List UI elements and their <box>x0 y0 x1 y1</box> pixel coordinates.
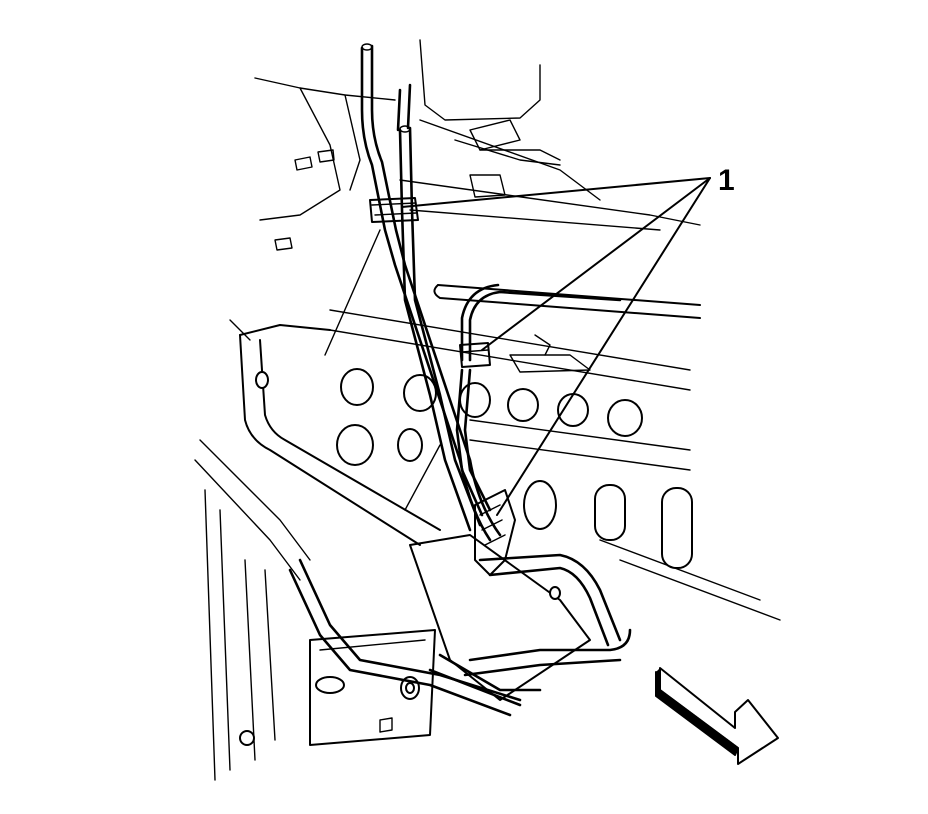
brake-pipes <box>288 43 632 717</box>
callout-1: 1 <box>401 164 735 516</box>
panel-slot <box>594 484 626 541</box>
bracket-slot <box>315 676 345 694</box>
vehicle-body-structure <box>194 39 781 781</box>
lower-clip <box>474 489 516 576</box>
plate-hole <box>549 586 561 600</box>
panel-hole <box>523 480 557 530</box>
callout-label: 1 <box>718 164 735 197</box>
rail-hole <box>255 371 269 389</box>
panel-hole <box>336 424 374 466</box>
bracket-hole-inner <box>405 682 415 694</box>
leader-line <box>496 177 711 516</box>
middle-clip <box>459 342 491 368</box>
panel-hole <box>507 388 539 422</box>
leader-line <box>481 177 711 351</box>
pipe-clips <box>369 197 516 576</box>
bolt-hole <box>239 730 255 746</box>
panel-slot <box>661 487 693 569</box>
panel-hole <box>397 428 423 462</box>
panel-hole <box>340 368 374 406</box>
forward-arrow-icon <box>655 667 779 765</box>
upper-clip <box>369 197 419 223</box>
panel-hole <box>459 382 491 418</box>
panel-hole <box>607 399 643 437</box>
leader-line <box>401 177 711 208</box>
